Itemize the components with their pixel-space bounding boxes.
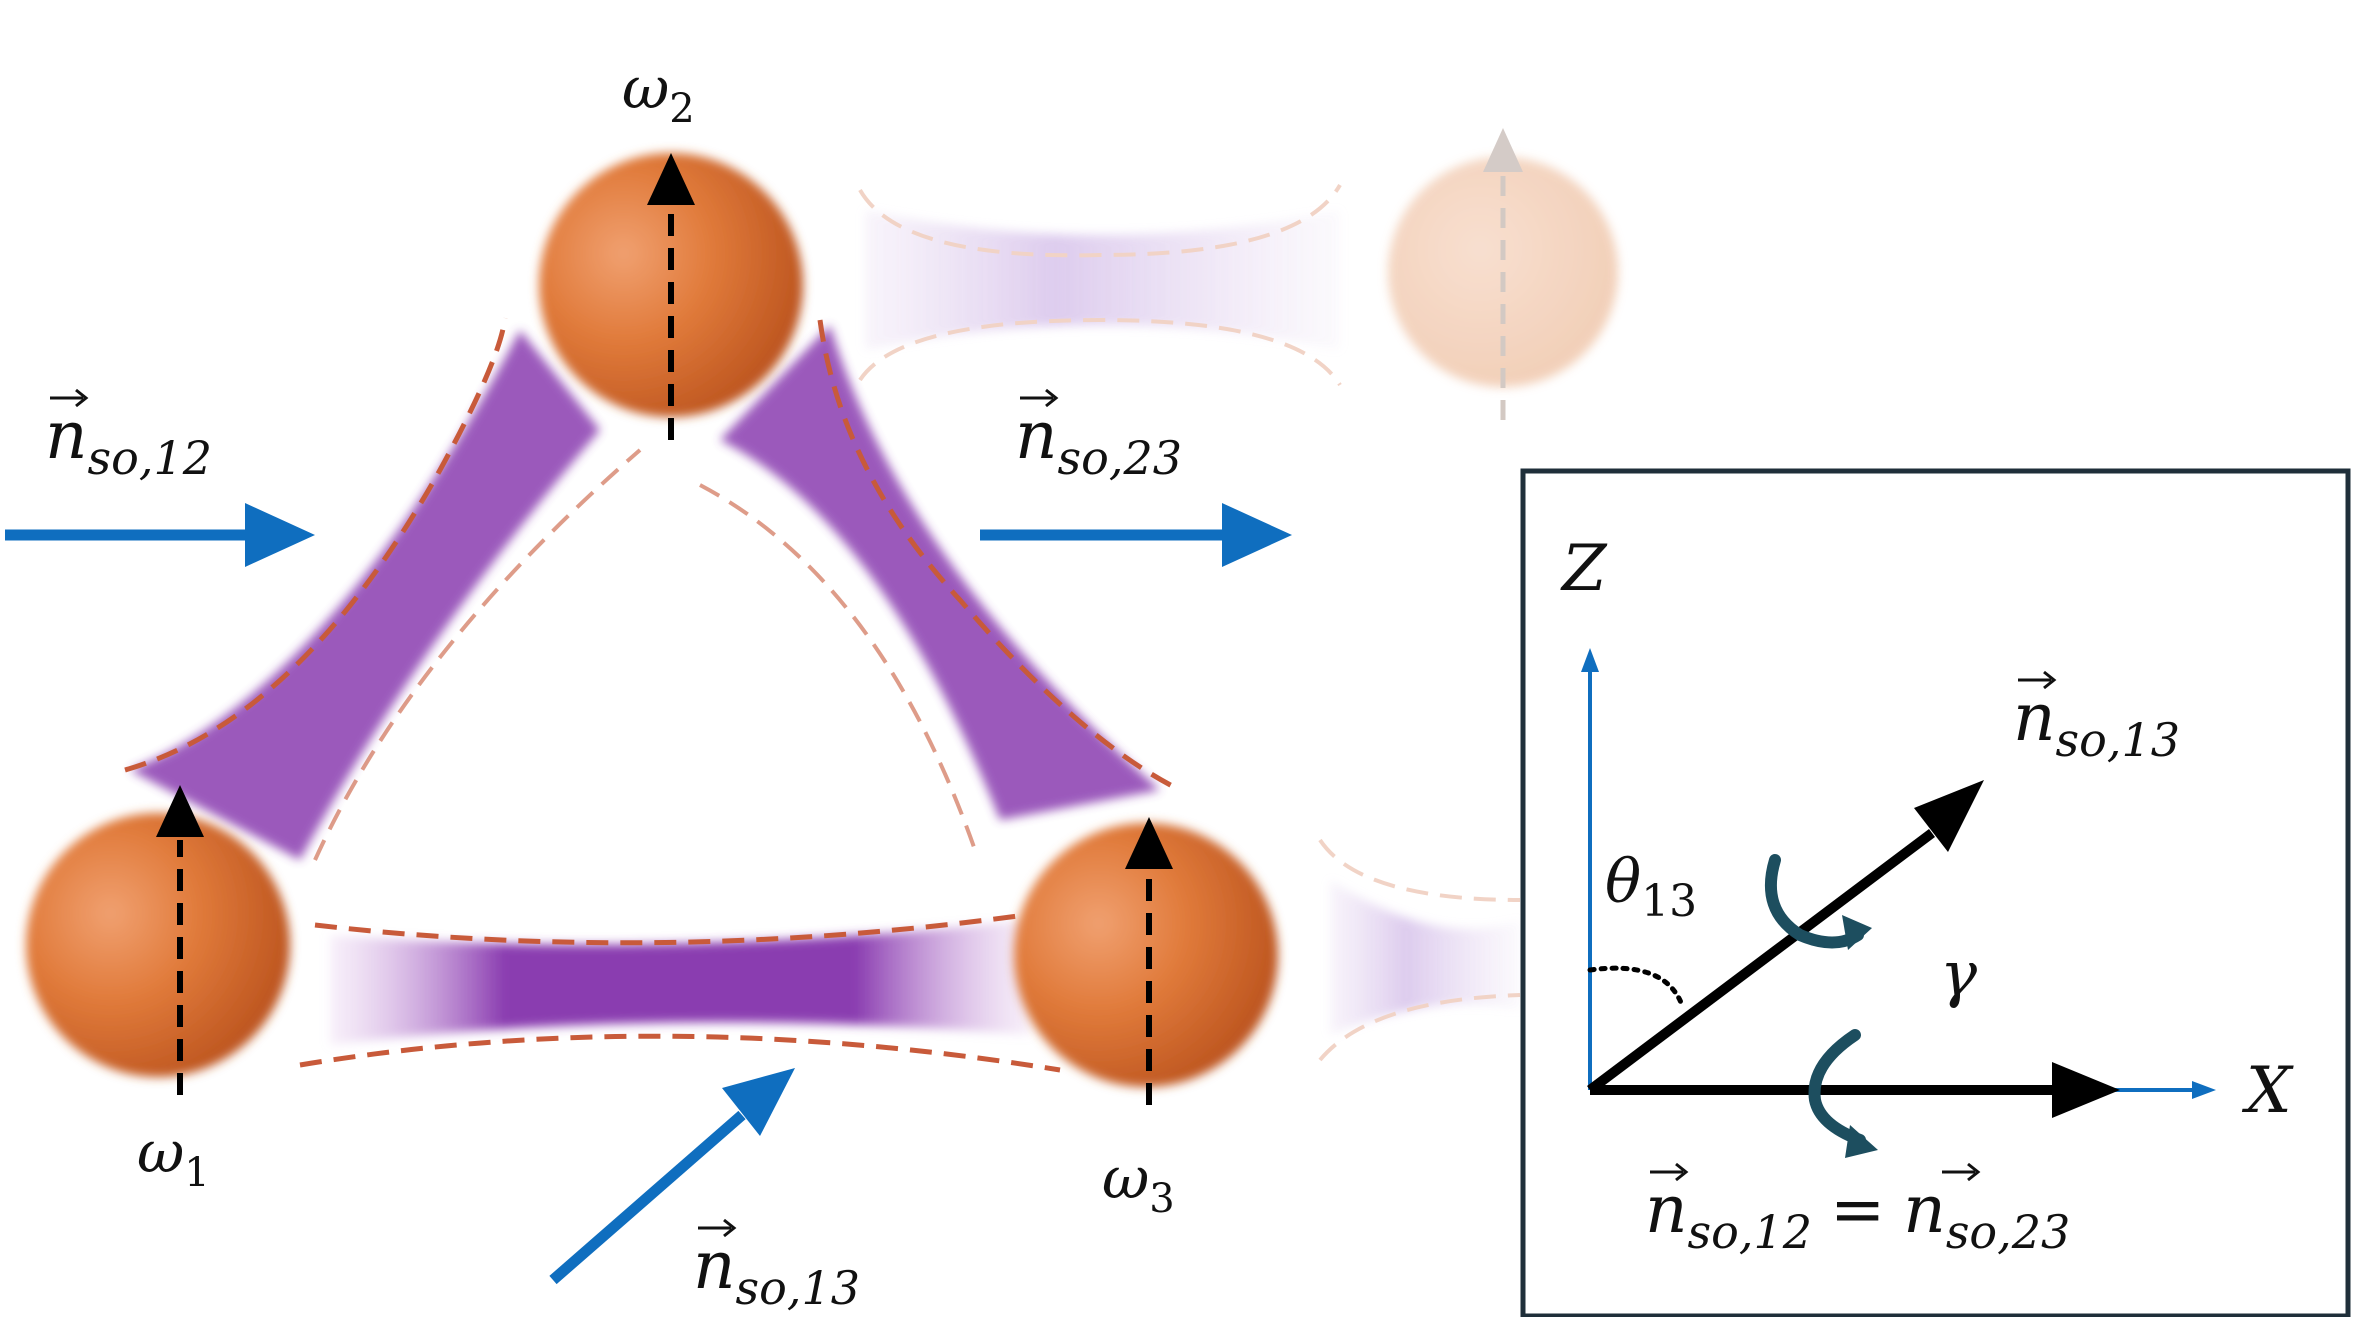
bridge-23-outline-inner — [699, 483, 977, 851]
bridge-12 — [130, 330, 600, 860]
so-vector-12 — [5, 503, 315, 567]
svg-text:nso,23: nso,23 — [1015, 397, 1182, 485]
bridge-12-outline-outer — [124, 317, 508, 773]
ghost-bridge-lower-outline-top — [1318, 838, 1521, 902]
inset-equation: nso,12=nso,23 — [1645, 1162, 2070, 1259]
bridge-13-outline-bottom — [299, 1033, 1061, 1073]
curved-rotation-arrow-icon — [1808, 1029, 1866, 1146]
inset-border — [1520, 468, 2351, 1317]
so-vector-13 — [549, 1068, 795, 1285]
z-axis-head — [1581, 648, 1599, 672]
gamma-label: γ — [1940, 937, 1978, 1010]
omega-2-label: ω2 — [622, 54, 695, 132]
n-so-13-vector-head — [1914, 780, 1984, 852]
so-vector-12-head — [245, 503, 315, 567]
sphere-1 — [26, 813, 290, 1077]
bridge-23 — [720, 325, 1160, 820]
ghost-bridge-lower-outline-bottom — [1318, 993, 1521, 1062]
curved-rotation-arrow-head-icon — [1842, 915, 1872, 950]
bridge-13 — [330, 920, 1030, 1045]
so-vector-23 — [980, 503, 1292, 567]
n-so-13-label: nso,13 — [693, 1218, 860, 1315]
spin-arrow-1-head — [156, 785, 204, 837]
dot-1 — [26, 785, 290, 1095]
bridge-13-outline-top — [314, 912, 1026, 946]
svg-text:nso,13: nso,13 — [2013, 679, 2180, 767]
n-so-23-label: nso,23 — [1015, 388, 1182, 485]
theta-angle-arc — [1587, 965, 1685, 1008]
inset-n-so-13-label: nso,13 — [2013, 670, 2180, 767]
x-axis-label: X — [2241, 1054, 2294, 1128]
svg-text:nso,12=nso,23: nso,12=nso,23 — [1645, 1171, 2070, 1259]
z-axis-label: Z — [1560, 532, 1608, 606]
curved-rotation-arrow-head-icon — [1845, 1125, 1878, 1158]
ghost-bridge-upper-outline-top — [858, 184, 1342, 258]
spin-arrow-2-head — [647, 153, 695, 205]
vector-arrow-icon — [1020, 388, 1059, 408]
vector-arrow-icon — [1650, 1162, 1689, 1182]
x-axis-head — [2192, 1081, 2216, 1099]
omega-1-label: ω1 — [137, 1118, 210, 1196]
so-vector-13-shaft — [549, 1110, 746, 1285]
dot-2 — [539, 153, 803, 440]
n-so-12-label: nso,12 — [45, 388, 212, 485]
theta-13-label: θ13 — [1605, 847, 1697, 927]
vector-arrow-icon — [1942, 1162, 1981, 1182]
bridge-23-outline-outer — [817, 319, 1182, 793]
omega-3-label: ω3 — [1102, 1144, 1175, 1222]
bridges — [124, 317, 1182, 1073]
curved-rotation-arrow-icon — [1764, 854, 1864, 949]
ghost-bridge-upper — [865, 210, 1340, 350]
ghost-spin-arrow-head — [1483, 128, 1523, 172]
vector-arrow-icon — [698, 1218, 737, 1238]
ghost-dot-group — [858, 128, 1618, 1062]
n-so-13-vector — [1586, 829, 1936, 1094]
ghost-bridge-lower — [1330, 880, 1520, 1035]
svg-text:nso,13: nso,13 — [693, 1227, 860, 1315]
so-vector-23-head — [1222, 503, 1292, 567]
inset-frame: Z X θ13 γ nso,13 nso,12=nso,23 — [1520, 468, 2351, 1317]
spin-arrow-3-head — [1125, 817, 1173, 869]
so-vector-13-head — [722, 1068, 795, 1136]
vector-arrow-icon — [50, 388, 89, 408]
svg-text:nso,12: nso,12 — [45, 397, 212, 485]
dot-3 — [1014, 817, 1278, 1105]
bridge-12-outline-inner — [313, 448, 642, 861]
vector-arrow-icon — [2018, 670, 2057, 690]
ghost-bridge-upper-outline-bottom — [858, 317, 1342, 387]
n-so-12-23-vector-head — [2052, 1062, 2120, 1118]
